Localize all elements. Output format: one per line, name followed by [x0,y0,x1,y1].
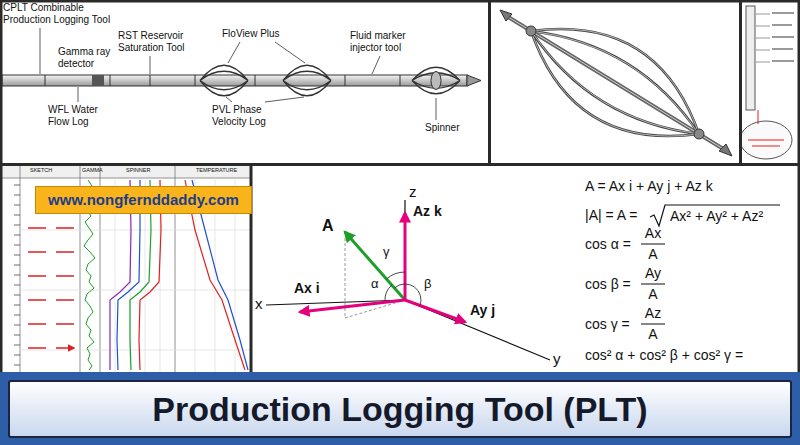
url-banner: www.nongfernddaddy.com [35,186,252,214]
component-arrow [300,300,405,312]
spinner-blade [431,72,441,90]
tool-body [2,75,467,86]
part-label: CPLT Combinable Production Logging Tool [3,2,123,26]
axis-line [266,200,550,360]
vector-label: Az k [413,203,442,220]
tiny-caption-mark [772,13,794,61]
title-panel [9,381,791,437]
track-divider [0,165,251,372]
part-label: Gamma ray detector [58,46,120,70]
node-text: www.nongfernddaddy.com [48,191,239,209]
hub [526,26,536,36]
equation: cos α = [585,236,631,253]
equation: |A| = A = [585,207,637,224]
bow-spring-cage [283,65,331,96]
equation: cos γ = [585,316,630,333]
track-header: GAMMA [82,167,103,174]
angle-label: β [424,276,431,292]
centralizer-rod [505,15,725,150]
part-label: RST Reservoir Saturation Tool [118,30,198,54]
hub [694,129,704,139]
part-label: FloView Plus [222,28,280,40]
bow-spring-cage [200,65,248,96]
equation: cos β = [585,276,631,293]
equation: Az [640,305,666,322]
vector-label: A [322,216,334,235]
equation: cos² α + cos² β + cos² γ = [585,347,743,364]
axis-label: x [255,295,263,313]
track-header-band [0,165,251,178]
track-header: TEMPERATURE [196,167,237,174]
spinner-cage [412,67,460,94]
flow-arrow [28,228,74,348]
sensor-element [748,110,784,146]
equation: Ax² + Ay² + Az² [670,208,763,225]
panel-frame [0,0,800,372]
bow-spring [531,29,699,136]
track-header: SPINNER [126,167,150,174]
angle-label: γ [383,244,390,260]
depth-tick [14,185,20,365]
part-label: WFL Water Flow Log [48,104,110,128]
fraction-bar [641,244,665,324]
tool-joint [45,75,400,86]
equation: A = Ax i + Ay j + Az k [585,178,713,195]
centralizer-rod [505,15,725,150]
axis-label: z [409,183,417,201]
part-label: Fluid marker injector tool [350,30,422,54]
vector-label: Ax i [294,280,320,297]
component-arrow [405,300,465,322]
axis-label: y [553,350,561,368]
vector-label: Ay j [470,302,495,319]
vector-arrow [345,232,405,300]
angle-arc [385,272,421,306]
part-label: Spinner [425,122,459,134]
track-header: SKETCH [30,167,52,174]
equation: A [640,246,666,263]
tool-nose [467,75,481,86]
component-arrow [404,213,407,300]
leader-line [756,14,770,62]
bow-spring [531,29,699,136]
radical-sign [650,205,780,226]
part-label: PVL Phase Velocity Log [212,104,278,128]
grid-line [20,178,251,372]
nose-cone [500,10,512,21]
gamma-detector [92,75,104,86]
nose-cone [719,144,732,156]
equation: A [640,286,666,303]
title-band [0,372,800,445]
equation: Ay [640,265,666,282]
title-text: Production Logging Tool (PLT) [10,381,790,437]
equation: A [640,326,666,343]
angle-label: α [371,276,379,292]
equation: Ax [640,225,666,242]
tool-tube [746,6,755,110]
